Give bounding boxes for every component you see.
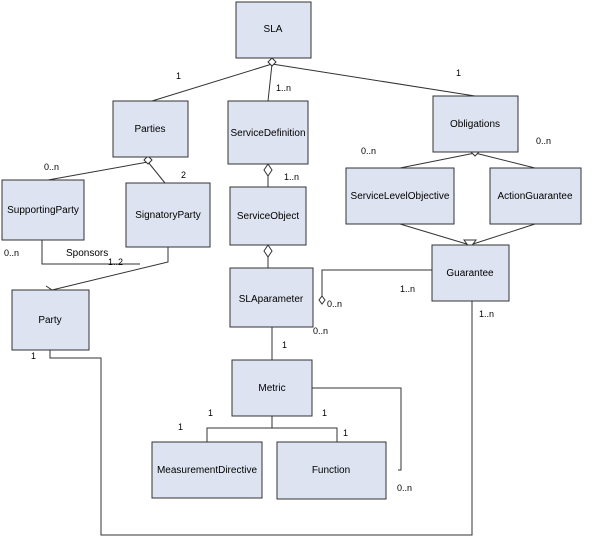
sla-parameter-title: SLAparameter — [239, 294, 304, 305]
class-service-definition[interactable]: ServiceDefinition — [227, 100, 309, 165]
parties-title: Parties — [134, 124, 165, 135]
mult-definition-object: 1..n — [284, 172, 299, 182]
mult-parties-signatory: 2 — [181, 170, 186, 180]
signatory-party-line — [51, 247, 169, 291]
mult-metric-function: 1 — [322, 408, 327, 418]
class-signatory-party[interactable]: SignatoryParty — [125, 182, 211, 248]
supporting-party-title: SupportingParty — [7, 205, 79, 216]
mult-signatory-sponsors: 1..2 — [108, 257, 123, 267]
mult-party-guarantee: 1 — [31, 351, 36, 361]
action-guarantee-line — [469, 223, 536, 246]
mult-guarantee-parameter: 1..n — [400, 284, 415, 294]
guarantee-title: Guarantee — [446, 268, 494, 279]
measurement-directive-title: MeasurementDirective — [157, 465, 257, 476]
sla-obligations-line — [271, 63, 476, 97]
mult-parameter-metric: 1 — [282, 340, 287, 350]
mult-metric-measurement-left: 1 — [178, 422, 183, 432]
class-action-guarantee[interactable]: ActionGuarantee — [489, 167, 582, 225]
object-aggregation-diamond — [263, 244, 273, 258]
metric-function-line — [272, 427, 338, 442]
sla-title: SLA — [264, 24, 283, 35]
class-sla[interactable]: SLA — [235, 1, 312, 59]
function-title: Function — [312, 465, 350, 476]
parties-aggregation-diamond — [143, 155, 153, 165]
mult-obligations-action: 0..n — [536, 136, 551, 146]
service-object-title: ServiceObject — [237, 211, 299, 222]
mult-supporting-sponsors: 0..n — [4, 248, 19, 258]
mult-sla-service-definition: 1..n — [276, 83, 291, 93]
multiplicity-labels: 1 1..n 1 0..n 2 1..n 0..n 0..n 0..n 1..2… — [4, 68, 551, 493]
class-service-object[interactable]: ServiceObject — [229, 186, 307, 246]
supporting-sponsors-line — [41, 240, 140, 265]
guarantee-generalization-arrow — [463, 239, 477, 249]
function-metric-loop-line — [312, 387, 402, 471]
mult-function-self: 0..n — [397, 483, 412, 493]
class-parties[interactable]: Parties — [112, 100, 189, 158]
party-guarantee-line — [49, 301, 473, 536]
mult-sla-obligations: 1 — [456, 68, 461, 78]
sponsors-label: Sponsors — [66, 248, 108, 259]
party-title: Party — [38, 315, 61, 326]
sla-parties-line — [151, 63, 273, 102]
mult-sla-parties: 1 — [176, 71, 181, 81]
slo-guarantee-line — [399, 223, 471, 246]
class-function[interactable]: Function — [276, 441, 387, 500]
class-supporting-party[interactable]: SupportingParty — [1, 179, 85, 241]
obligations-slo-line — [399, 152, 476, 169]
mult-parameter-guarantee: 0..n — [327, 299, 342, 309]
parties-supporting-line — [47, 161, 149, 181]
class-sla-parameter[interactable]: SLAparameter — [229, 267, 314, 328]
mult-obligations-slo: 0..n — [361, 146, 376, 156]
sla-aggregation-diamond — [267, 57, 277, 67]
mult-guarantee-party: 1..n — [479, 309, 494, 319]
mult-metric-measurement: 1 — [208, 408, 213, 418]
action-guarantee-title: ActionGuarantee — [497, 191, 572, 202]
class-obligations[interactable]: Obligations — [432, 95, 519, 153]
metric-title: Metric — [258, 383, 285, 394]
parties-signatory-line — [147, 161, 166, 184]
definition-aggregation-diamond — [263, 163, 273, 177]
obligations-title: Obligations — [450, 119, 500, 130]
parameter-aggregation-diamond — [318, 295, 326, 305]
service-definition-title: ServiceDefinition — [230, 128, 305, 139]
sla-service-definition-line — [267, 63, 273, 102]
class-metric[interactable]: Metric — [231, 359, 313, 417]
class-party[interactable]: Party — [11, 289, 90, 351]
mult-function-metric: 1 — [343, 428, 348, 438]
service-level-objective-title: ServiceLevelObjective — [351, 191, 450, 202]
class-guarantee[interactable]: Guarantee — [431, 244, 510, 302]
class-service-level-objective[interactable]: ServiceLevelObjective — [345, 167, 455, 225]
class-measurement-directive[interactable]: MeasurementDirective — [151, 441, 263, 499]
metric-measurement-line — [206, 416, 273, 442]
mult-parties-supporting: 0..n — [44, 162, 59, 172]
mult-parameter-self: 0..n — [313, 326, 328, 336]
signatory-party-title: SignatoryParty — [135, 210, 201, 221]
guarantee-parameter-line — [321, 269, 432, 296]
obligations-action-line — [474, 152, 536, 169]
